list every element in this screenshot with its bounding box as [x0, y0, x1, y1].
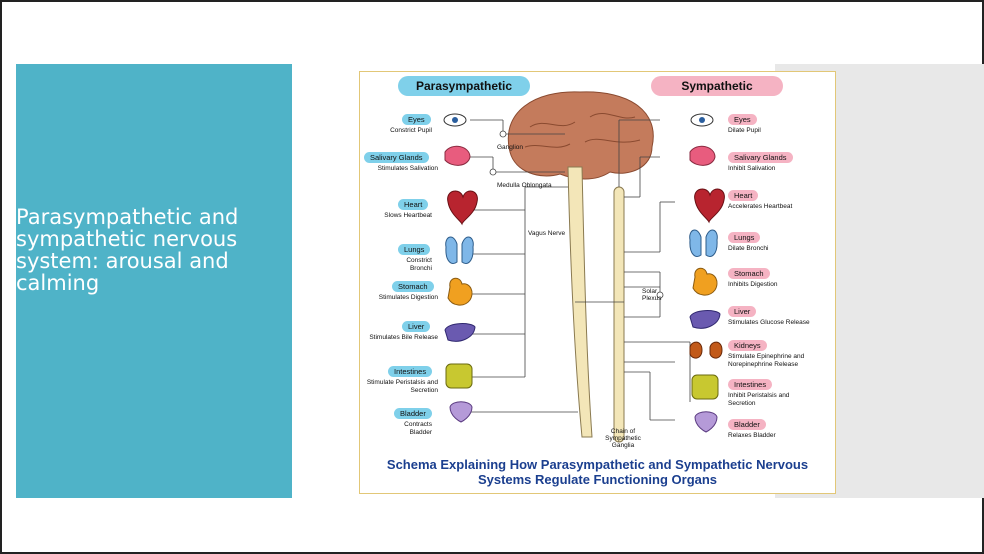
parasympathetic-header: Parasympathetic: [398, 76, 530, 96]
chain-ganglia-label: Chain of Sympathetic Ganglia: [598, 428, 648, 449]
symp-action-label: Inhibit Peristalsis and Secretion: [728, 392, 803, 407]
symp-organ-label: Kidneys: [728, 340, 767, 351]
symp-organ-label: Stomach: [728, 268, 770, 279]
symp-action-label: Dilate Bronchi: [728, 245, 828, 253]
para-action-label: Stimulates Digestion: [360, 294, 438, 302]
vagus-nerve-label: Vagus Nerve: [528, 230, 565, 237]
para-organ-label: Liver: [402, 321, 430, 332]
sympathetic-header: Sympathetic: [651, 76, 783, 96]
brain-illustration: [508, 92, 653, 179]
sympathetic-chain: [614, 187, 624, 442]
symp-action-label: Dilate Pupil: [728, 127, 828, 135]
heart-icon: [448, 191, 478, 224]
para-organ-label: Intestines: [388, 366, 432, 377]
solar-plexus-label: Solar Plexus: [642, 288, 670, 302]
intestines-icon: [692, 375, 718, 399]
salivary-gland-icon: [690, 146, 715, 165]
para-action-label: Stimulates Bile Release: [360, 334, 438, 342]
symp-action-label: Stimulates Glucose Release: [728, 319, 834, 327]
lungs-icon: [690, 230, 718, 256]
symp-organ-label: Lungs: [728, 232, 760, 243]
title-panel: Parasympathetic and sympathetic nervous …: [16, 64, 292, 498]
symp-action-label: Stimulate Epinephrine and Norepinephrine…: [728, 353, 834, 368]
liver-icon: [445, 324, 475, 342]
lungs-icon: [446, 237, 474, 263]
nervous-system-diagram: Parasympathetic Sympathetic Eyes Constri…: [359, 71, 836, 494]
symp-organ-label: Salivary Glands: [728, 152, 793, 163]
para-action-label: Constrict Bronchi: [390, 257, 432, 272]
symp-organ-icons: [690, 114, 725, 432]
symp-action-label: Inhibit Salivation: [728, 165, 828, 173]
slide-title: Parasympathetic and sympathetic nervous …: [16, 206, 266, 294]
para-organ-label: Stomach: [392, 281, 434, 292]
bladder-icon: [695, 412, 717, 432]
symp-organ-label: Bladder: [728, 419, 766, 430]
para-organ-icons: [444, 114, 477, 422]
para-organ-label: Bladder: [394, 408, 432, 419]
para-action-label: Stimulate Peristalsis and Secretion: [366, 379, 438, 394]
para-organ-label: Heart: [398, 199, 428, 210]
kidneys-icon: [690, 342, 722, 358]
para-action-label: Contracts Bladder: [394, 421, 432, 436]
heart-icon: [695, 189, 725, 222]
symp-action-label: Relaxes Bladder: [728, 432, 828, 440]
symp-action-label: Inhibits Digestion: [728, 281, 828, 289]
stomach-icon: [693, 268, 717, 295]
intestines-icon: [446, 364, 472, 388]
para-organ-label: Eyes: [402, 114, 431, 125]
symp-organ-label: Heart: [728, 190, 758, 201]
symp-organ-label: Eyes: [728, 114, 757, 125]
para-organ-label: Lungs: [398, 244, 430, 255]
salivary-gland-icon: [445, 146, 470, 165]
stomach-icon: [448, 278, 472, 305]
para-action-label: Slows Heartbeat: [360, 212, 432, 220]
symp-organ-label: Liver: [728, 306, 756, 317]
liver-icon: [690, 311, 720, 329]
bladder-icon: [450, 402, 472, 422]
para-organ-label: Salivary Glands: [364, 152, 429, 163]
symp-action-label: Accelerates Heartbeat: [728, 203, 833, 211]
para-action-label: Constrict Pupil: [360, 127, 432, 135]
medulla-label: Medulla Oblongata: [497, 182, 552, 189]
diagram-caption: Schema Explaining How Parasympathetic an…: [360, 457, 835, 487]
ganglion-label: Ganglion: [497, 144, 523, 151]
para-action-label: Stimulates Salivation: [360, 165, 438, 173]
symp-organ-label: Intestines: [728, 379, 772, 390]
